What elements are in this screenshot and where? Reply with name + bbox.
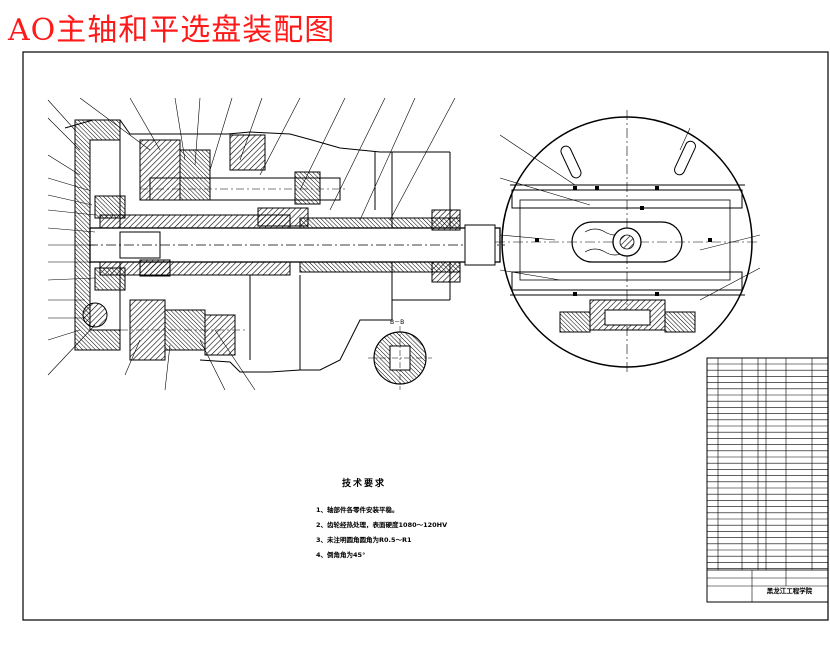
section-label: B－B [390,319,404,326]
requirement-item: 3、未注明圆角圆角为R0.5～R1 [316,536,412,544]
school-name: 黑龙江工程学院 [766,587,813,595]
requirement-item: 1、轴部件各零件安装平稳。 [316,506,399,514]
requirement-item: 4、倒角角为45° [316,551,366,559]
page-title: AO主轴和平选盘装配图 [8,13,336,48]
drawing-frame [22,51,829,621]
spindle-section-view [47,97,505,391]
parts-list-table [706,357,829,603]
technical-requirements: 技术要求 1、轴部件各零件安装平稳。 2、齿轮经热处理，表面硬度1080～120… [316,476,447,563]
requirement-item: 2、齿轮经热处理，表面硬度1080～120HV [316,521,448,529]
technical-requirements-heading: 技术要求 [342,479,387,489]
disk-end-view [495,110,761,375]
technical-requirements-list: 1、轴部件各零件安装平稳。 2、齿轮经热处理，表面硬度1080～120HV 3、… [316,503,447,563]
